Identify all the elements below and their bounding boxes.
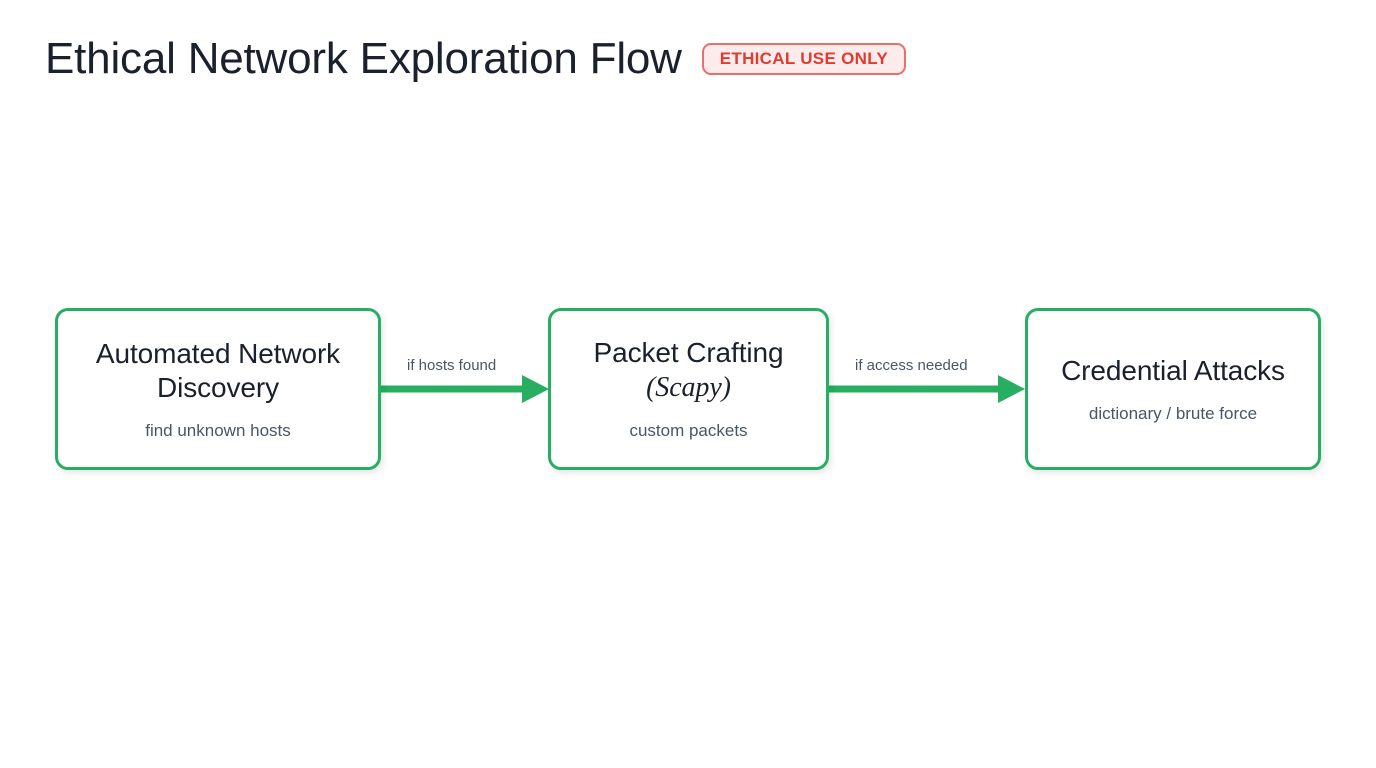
flow-node-credential-attacks[interactable]: Credential Attacks dictionary / brute fo… xyxy=(1025,308,1321,470)
node-subtitle: dictionary / brute force xyxy=(1088,403,1258,423)
node-subtitle: custom packets xyxy=(629,421,748,441)
node-title: Automated Network Discovery xyxy=(95,337,341,403)
flow-node-packet-crafting[interactable]: Packet Crafting (Scapy) custom packets xyxy=(548,308,829,470)
node-title-emphasis: (Scapy) xyxy=(646,372,731,404)
edge-label-if-hosts-found: if hosts found xyxy=(407,357,497,374)
connector-crafting-to-credential xyxy=(829,375,1025,403)
status-badge: ETHICAL USE ONLY xyxy=(701,43,906,76)
page-header: Ethical Network Exploration Flow ETHICAL… xyxy=(45,34,906,83)
node-title: Packet Crafting (Scapy) xyxy=(594,336,784,405)
node-title-main: Packet Crafting xyxy=(593,337,784,369)
page-title: Ethical Network Exploration Flow xyxy=(45,34,682,83)
flow-node-automated-network-discovery[interactable]: Automated Network Discovery find unknown… xyxy=(55,308,381,470)
connector-discovery-to-crafting xyxy=(381,375,549,403)
node-subtitle: find unknown hosts xyxy=(145,420,291,440)
edge-label-if-access-needed: if access needed xyxy=(855,357,968,374)
node-title: Credential Attacks xyxy=(1061,354,1285,386)
